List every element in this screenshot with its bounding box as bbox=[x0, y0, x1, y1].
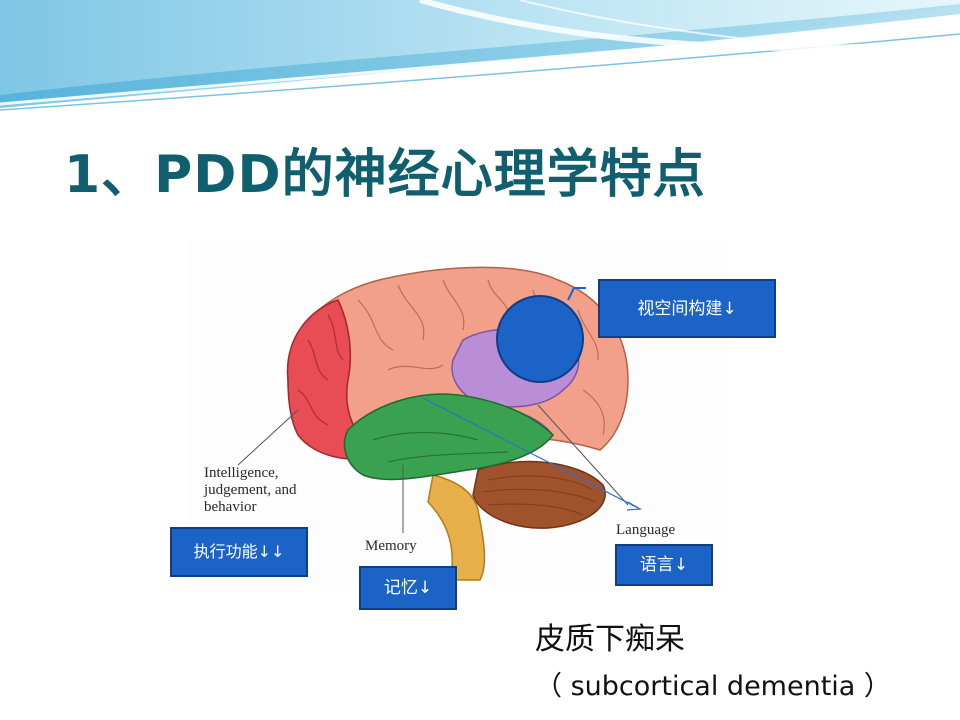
figure-label-intelligence: Intelligence, judgement, and behavior bbox=[204, 465, 297, 515]
temporal-lobe bbox=[343, 393, 554, 481]
callout-executive-function: 执行功能↓↓ bbox=[170, 527, 308, 577]
figure-label-memory: Memory bbox=[365, 538, 417, 554]
callout-language: 语言↓ bbox=[615, 544, 713, 586]
frontal-lobe bbox=[286, 299, 380, 460]
header-swoosh bbox=[0, 0, 960, 111]
callout-visuospatial: 视空间构建↓ bbox=[598, 279, 776, 338]
subtitle-english: （ subcortical dementia ） bbox=[535, 671, 891, 702]
brainstem bbox=[427, 474, 486, 581]
highlight-circle bbox=[496, 295, 584, 383]
callout-memory: 记忆↓ bbox=[359, 566, 457, 610]
subtitle-chinese: 皮质下痴呆 bbox=[535, 622, 685, 657]
slide-title: 1、PDD的神经心理学特点 bbox=[64, 145, 706, 205]
figure-label-language: Language bbox=[616, 522, 676, 538]
